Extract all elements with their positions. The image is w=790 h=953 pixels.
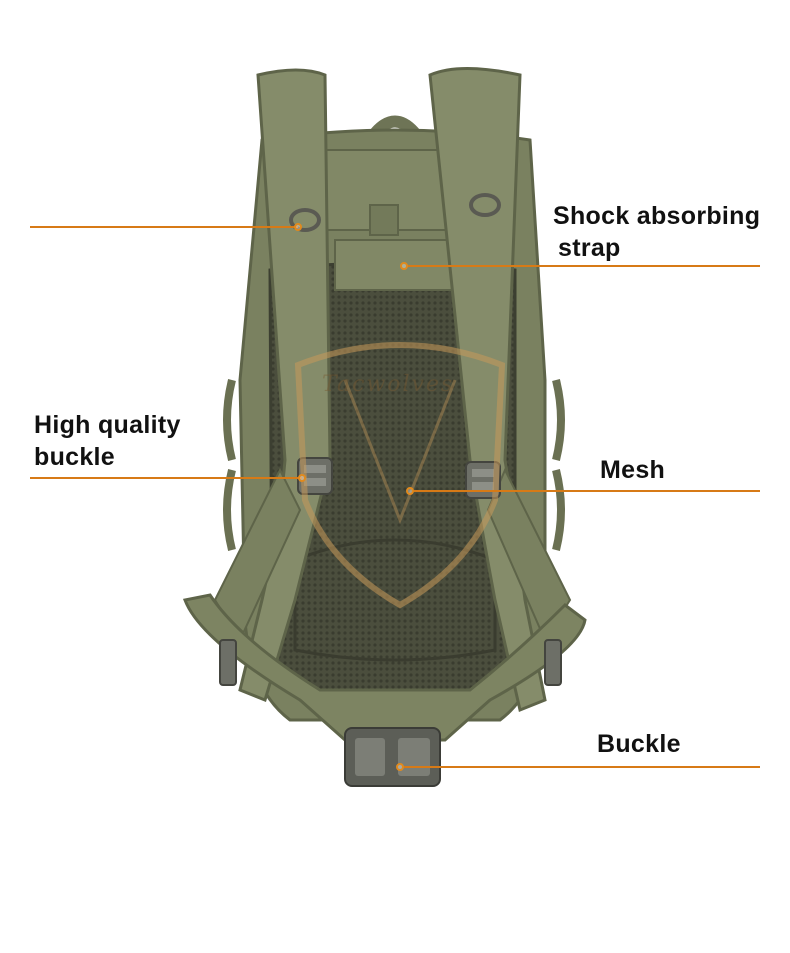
watermark-text: Tacwolves [322, 372, 455, 397]
watermark-shield [294, 342, 506, 609]
leader-dot-buckle-bottom [396, 763, 404, 771]
leader-line-left-top [30, 226, 298, 228]
leader-line-mesh [414, 490, 760, 492]
waist-buckle [344, 727, 441, 787]
top-tab [369, 204, 399, 236]
callout-shock-strap-line2: strap [558, 234, 621, 262]
leader-dot-buckle-left [298, 474, 306, 482]
leader-dot-left-top [294, 223, 302, 231]
leader-line-buckle-bottom [404, 766, 760, 768]
left-d-ring [289, 208, 321, 232]
leader-dot-shock-strap [400, 262, 408, 270]
waist-belt [182, 593, 587, 742]
callout-mesh: Mesh [600, 456, 666, 484]
leader-dot-mesh [406, 487, 414, 495]
right-belt-slider [544, 639, 562, 686]
callout-buckle-left-line2: buckle [34, 443, 115, 471]
callout-buckle-left-line1: High quality [34, 411, 181, 439]
leader-line-buckle-left [30, 477, 302, 479]
callout-buckle-bottom: Buckle [597, 730, 681, 758]
callout-shock-strap-line1: Shock absorbing [553, 202, 761, 230]
left-belt-slider [219, 639, 237, 686]
right-d-ring [469, 193, 501, 217]
leader-line-shock-strap [408, 265, 760, 267]
right-strap-buckle [465, 461, 501, 499]
